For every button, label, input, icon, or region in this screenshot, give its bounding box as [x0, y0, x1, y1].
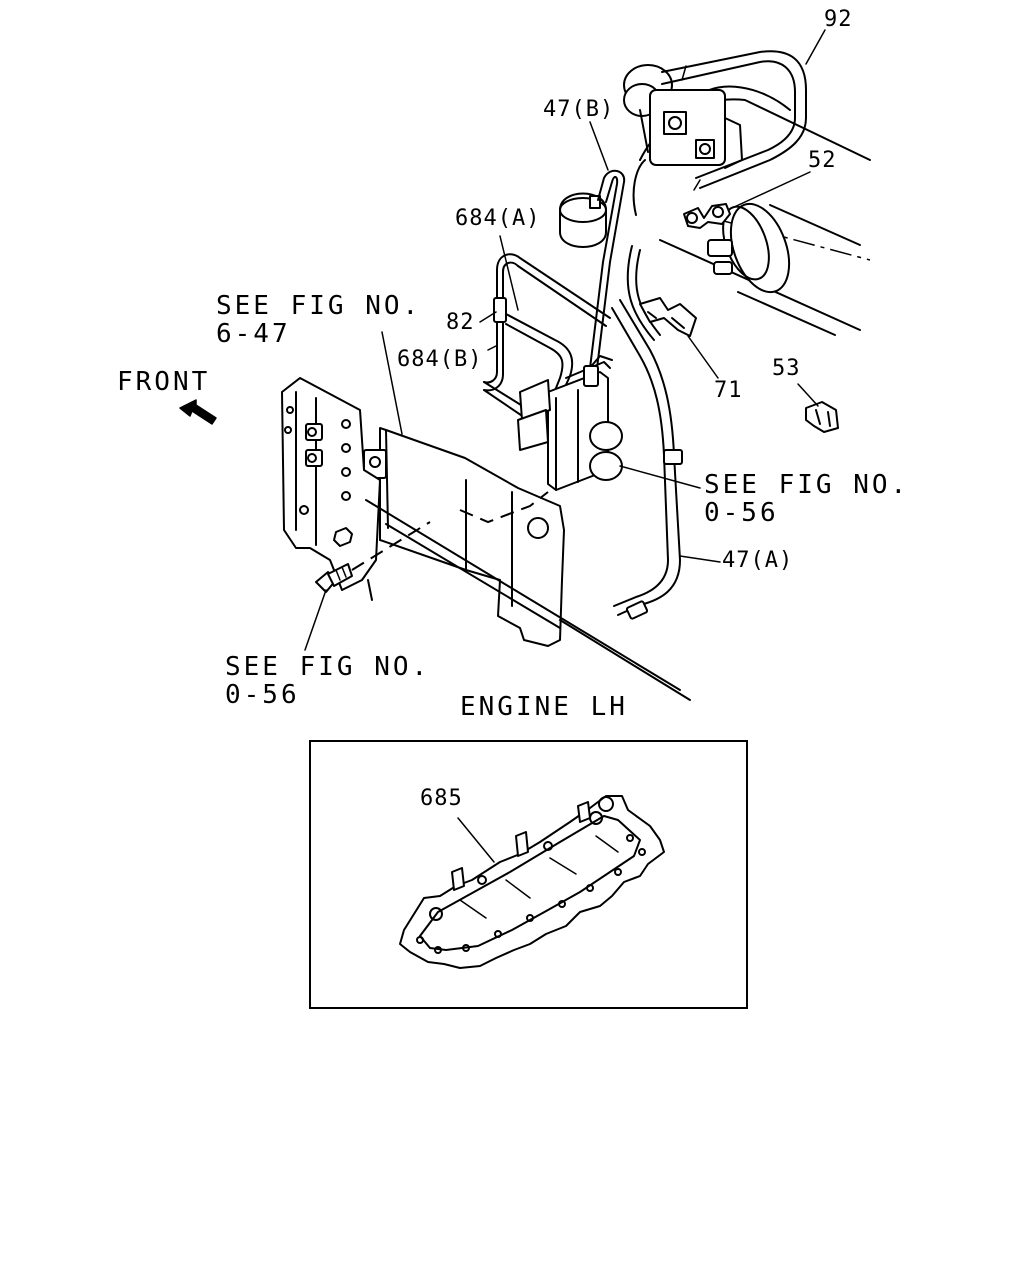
- label-92: 92: [824, 7, 853, 32]
- hose-684b: [483, 313, 574, 399]
- see-fig-647-line2: 6-47: [216, 319, 291, 349]
- clip-52: [683, 203, 731, 229]
- label-684a: 684(A): [455, 206, 541, 231]
- label-684b: 684(B): [397, 347, 483, 372]
- see-fig-647-line1: SEE FIG NO.: [216, 291, 422, 321]
- see-fig-056-left-line2: 0-56: [225, 680, 300, 710]
- hose-92: [661, 50, 807, 191]
- label-71: 71: [714, 378, 743, 403]
- brake-valve: [623, 64, 743, 169]
- mounting-bolt: [315, 521, 431, 593]
- solenoid-valve: [517, 355, 623, 491]
- front-arrow-icon: [179, 399, 217, 425]
- label-53: 53: [772, 356, 801, 381]
- see-fig-056-right-line1: SEE FIG NO.: [704, 470, 910, 500]
- clip-71: [639, 297, 697, 337]
- front-label: FRONT: [117, 367, 211, 397]
- label-47b: 47(B): [543, 97, 615, 122]
- gasket-685: [399, 795, 665, 969]
- hose-684a: [496, 253, 611, 327]
- hose-47b: [586, 169, 626, 393]
- leader-lines: [304, 29, 826, 863]
- see-fig-056-left-line1: SEE FIG NO.: [225, 652, 431, 682]
- label-52: 52: [808, 148, 837, 173]
- engine-side-label: ENGINE LH: [460, 692, 628, 722]
- frame-rail: [281, 377, 691, 701]
- label-47a: 47(A): [722, 548, 794, 573]
- vacuum-tank: [559, 192, 607, 248]
- exhaust-pipe-clamp: [707, 202, 861, 336]
- label-685: 685: [420, 786, 463, 811]
- see-fig-056-right-line2: 0-56: [704, 498, 779, 528]
- inset-box: [309, 740, 748, 1009]
- label-82: 82: [446, 310, 475, 335]
- hose-47a: [611, 245, 683, 620]
- clip-53: [805, 401, 839, 433]
